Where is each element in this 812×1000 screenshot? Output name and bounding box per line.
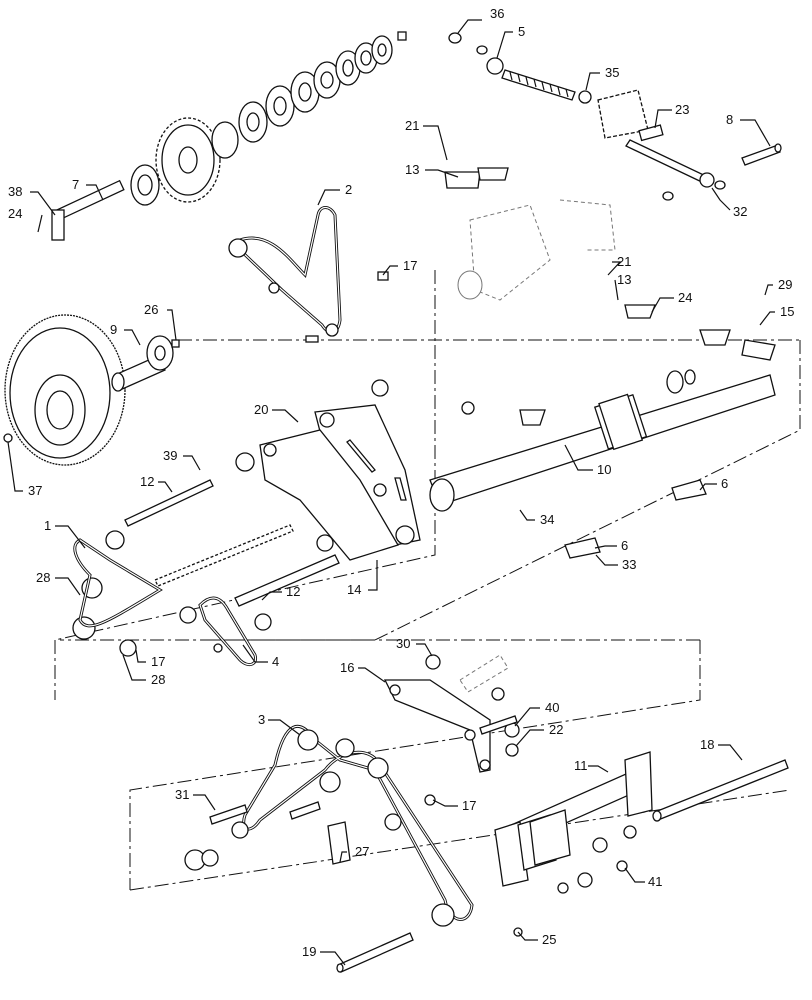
belt-1 <box>73 538 163 628</box>
callout-2: 2 <box>345 182 352 197</box>
callout-28-bottom: 28 <box>151 672 165 687</box>
callout-10: 10 <box>597 462 611 477</box>
leader-lines <box>7 19 775 966</box>
callout-36: 36 <box>490 6 504 21</box>
callout-17-mid: 17 <box>151 654 165 669</box>
middle-drive <box>72 379 475 657</box>
callout-17-bottom: 17 <box>462 798 476 813</box>
callout-35: 35 <box>605 65 619 80</box>
shaft-18 <box>652 759 789 822</box>
callout-29: 29 <box>778 277 792 292</box>
callout-40: 40 <box>545 700 559 715</box>
shaft-19 <box>336 932 414 973</box>
callout-30: 30 <box>396 636 410 651</box>
callout-32: 32 <box>733 204 747 219</box>
callout-14: 14 <box>347 582 361 597</box>
lower-pins <box>209 715 518 865</box>
callout-41: 41 <box>648 874 662 889</box>
callout-12-mid: 12 <box>286 584 300 599</box>
callout-9: 9 <box>110 322 117 337</box>
callout-24-mid: 24 <box>678 290 692 305</box>
callout-19: 19 <box>302 944 316 959</box>
callout-13-mid: 13 <box>617 272 631 287</box>
main-tube <box>429 304 776 559</box>
callout-39: 39 <box>163 448 177 463</box>
ghost-arm <box>444 167 616 301</box>
callout-26: 26 <box>144 302 158 317</box>
callout-8: 8 <box>726 112 733 127</box>
main-frame <box>259 404 421 561</box>
callout-34: 34 <box>540 512 554 527</box>
callout-28-left: 28 <box>36 570 50 585</box>
belt-2 <box>228 206 389 343</box>
belt-4 <box>198 596 258 667</box>
callout-24-left: 24 <box>8 206 22 221</box>
callout-17-top: 17 <box>403 258 417 273</box>
callout-20: 20 <box>254 402 268 417</box>
callout-12-top: 12 <box>140 474 154 489</box>
callout-22: 22 <box>549 722 563 737</box>
tube-11 <box>494 751 653 937</box>
callout-33: 33 <box>622 557 636 572</box>
callout-1: 1 <box>44 518 51 533</box>
tire <box>3 314 126 466</box>
callout-11: 11 <box>574 758 588 773</box>
callout-3: 3 <box>258 712 265 727</box>
callout-21-top: 21 <box>405 118 419 133</box>
sprocket-stack <box>51 31 407 241</box>
callout-5: 5 <box>518 24 525 39</box>
callout-25: 25 <box>542 932 556 947</box>
tensioner-assembly <box>448 32 782 201</box>
callout-4: 4 <box>272 654 279 669</box>
callout-37: 37 <box>28 483 42 498</box>
lower-bracket <box>383 654 520 773</box>
callout-6-mid: 6 <box>621 538 628 553</box>
callout-18: 18 <box>700 737 714 752</box>
belt-3 <box>184 724 474 927</box>
callout-6-right: 6 <box>721 476 728 491</box>
callout-38: 38 <box>8 184 22 199</box>
callout-31: 31 <box>175 787 189 802</box>
callout-23: 23 <box>675 102 689 117</box>
callout-21-mid: 21 <box>617 254 631 269</box>
callout-16: 16 <box>340 660 354 675</box>
callout-27: 27 <box>355 844 369 859</box>
callout-15: 15 <box>780 304 794 319</box>
hub <box>111 335 180 392</box>
callout-7: 7 <box>72 177 79 192</box>
callout-labels: 36 5 35 23 8 32 21 13 7 38 24 2 17 21 13… <box>8 6 794 959</box>
callout-13-top: 13 <box>405 162 419 177</box>
